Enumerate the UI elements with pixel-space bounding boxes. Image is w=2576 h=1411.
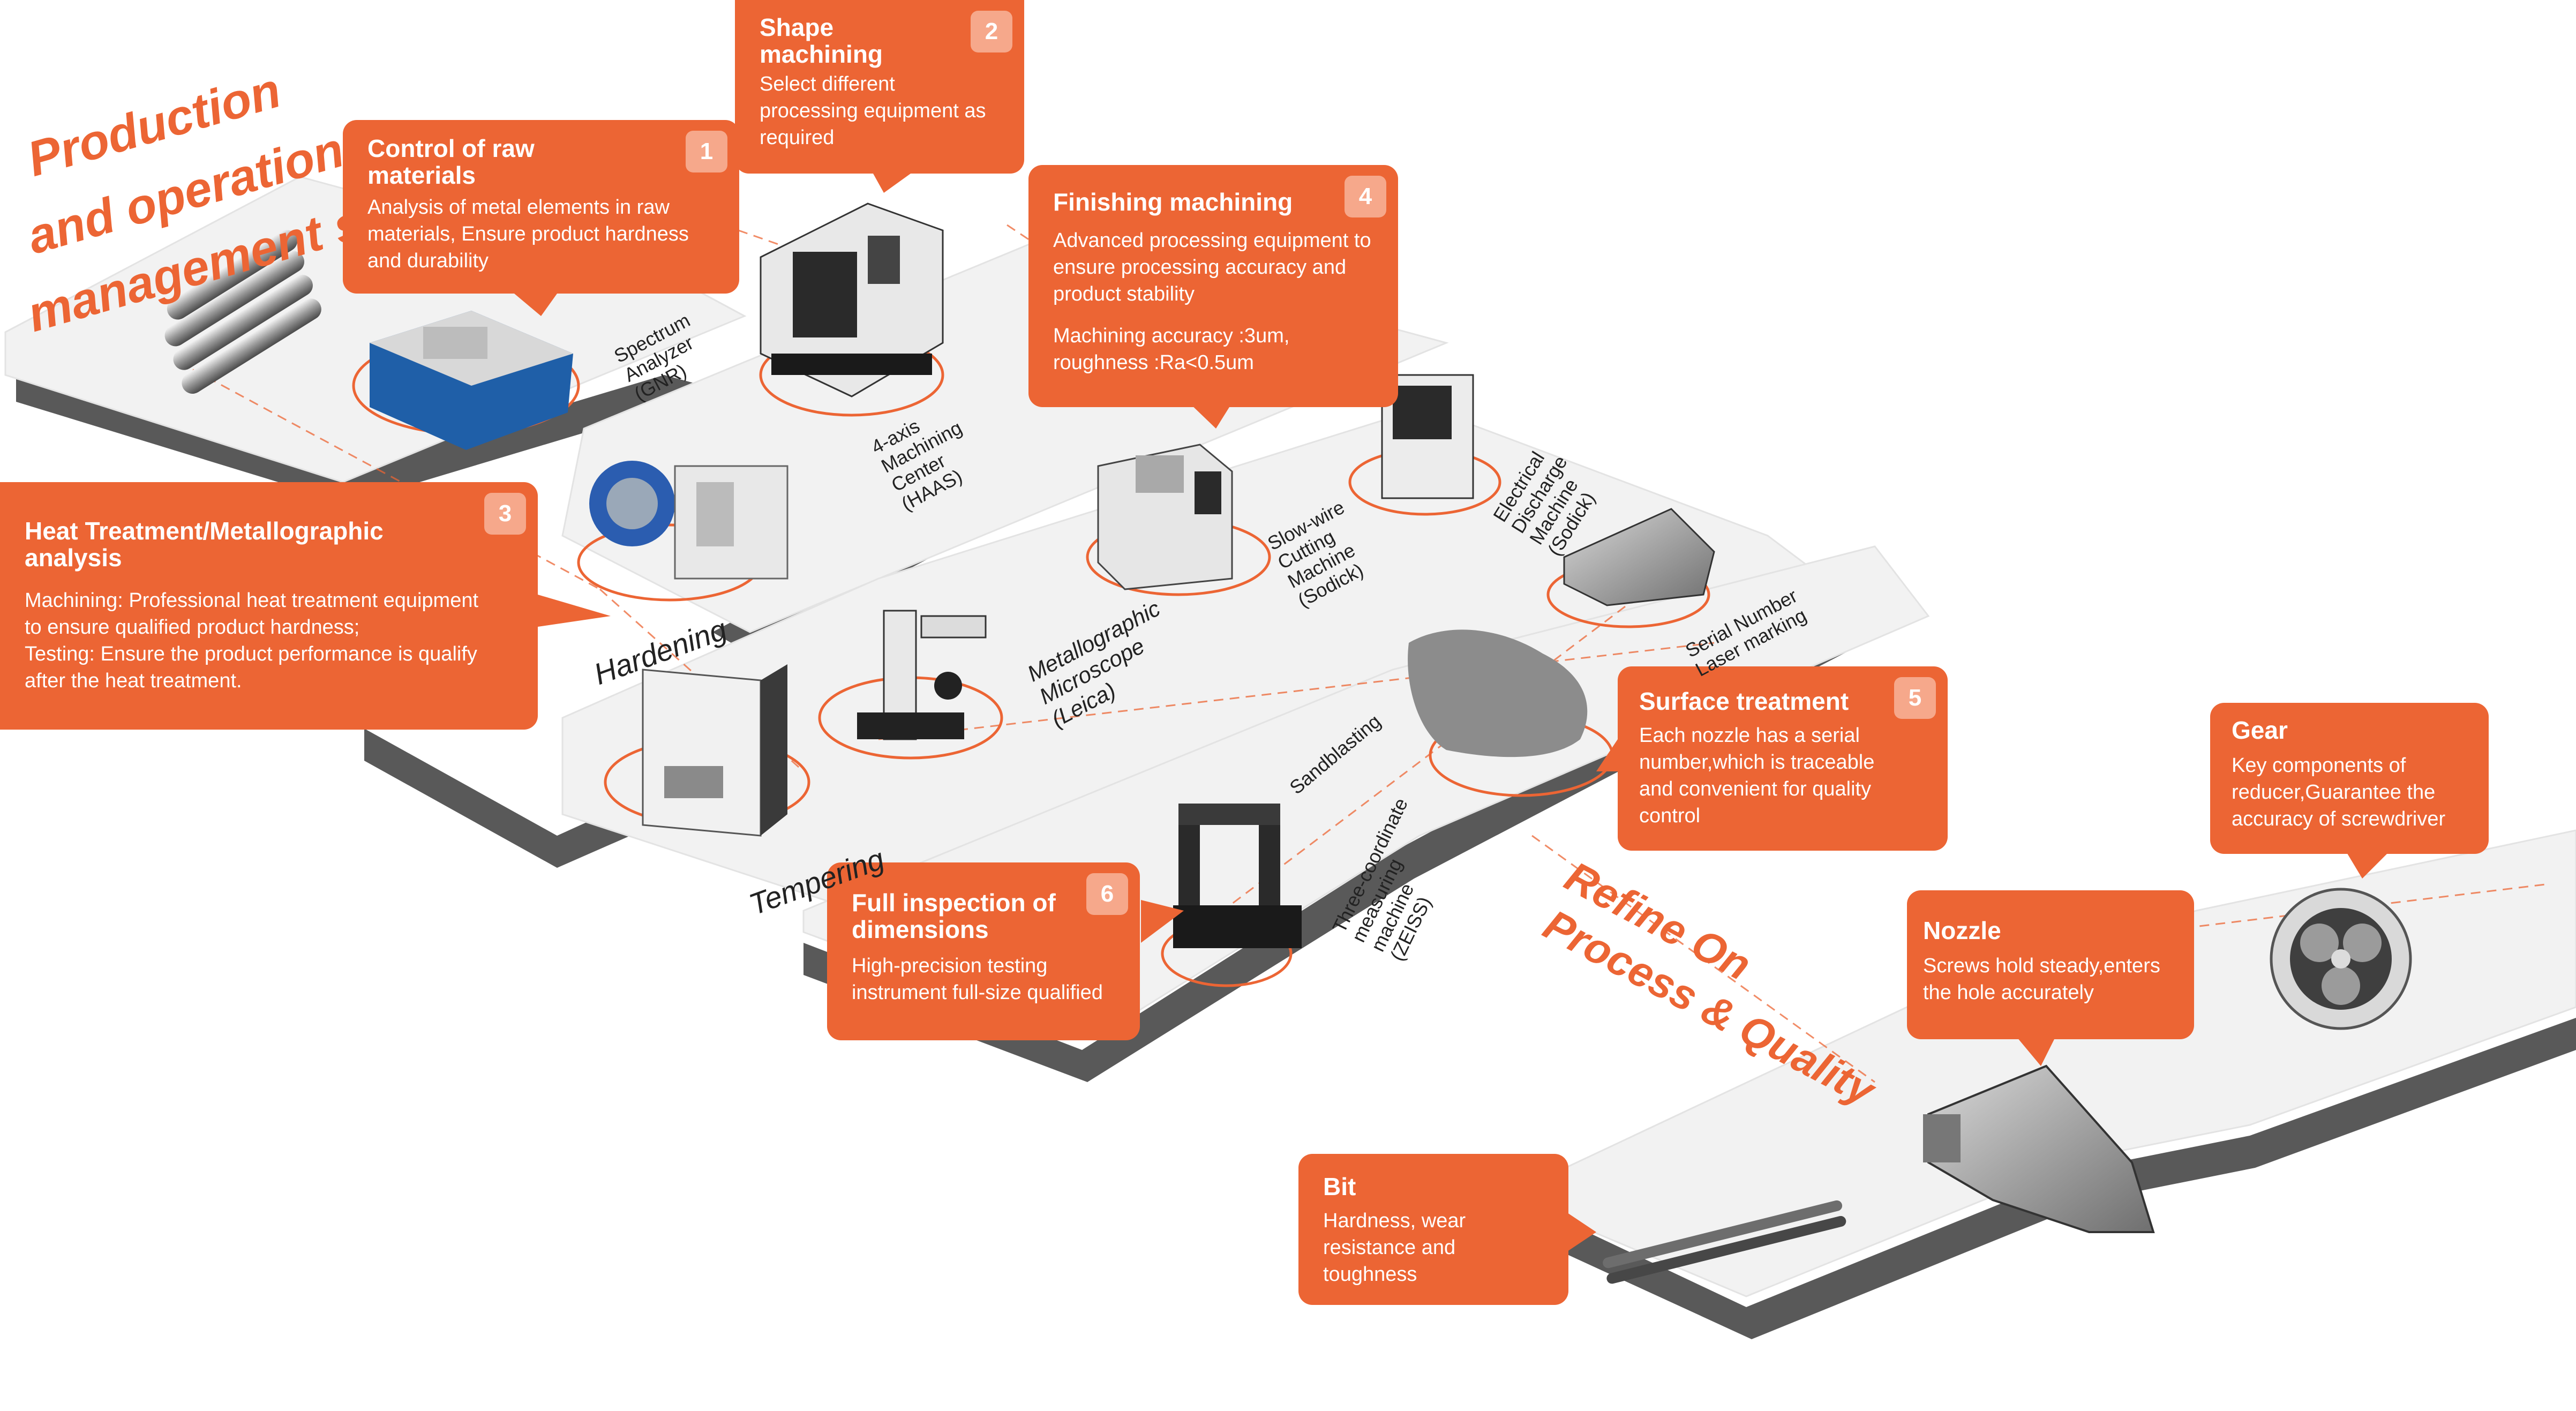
callout-title: Heat Treatment/Metallographic analysis <box>25 517 384 572</box>
callout-full-inspection: 6 Full inspection of dimensions High-pre… <box>827 862 1140 1040</box>
callout-body: Screws hold steady,enters the hole accur… <box>1923 955 2160 1004</box>
step-number-badge: 4 <box>1345 176 1386 217</box>
callout-body: Key components of reducer,Guarantee the … <box>2232 754 2446 830</box>
edm-machine-image <box>1348 374 1501 516</box>
callout-finishing-machining: 4 Finishing machining Advanced processin… <box>1028 165 1398 407</box>
bit-image <box>1603 1200 1846 1284</box>
machining-center-image <box>759 202 944 417</box>
steel-rods-image <box>164 230 321 394</box>
callout-title: Surface treatment <box>1639 687 1849 715</box>
step-number-badge: 3 <box>484 493 526 535</box>
callout-specs: Machining accuracy :3um, roughness :Ra<0… <box>1053 325 1290 374</box>
callout-title: Nozzle <box>1923 917 2001 944</box>
callout-body: Advanced processing equipment to ensure … <box>1053 229 1371 305</box>
callout-title: Finishing machining <box>1053 188 1293 216</box>
callout-title: Shape machining <box>760 13 883 68</box>
callout-title: Full inspection of dimensions <box>852 889 1056 943</box>
step-number-badge: 2 <box>971 11 1012 52</box>
callout-title: Gear <box>2232 716 2288 744</box>
cmm-machine-image <box>1161 804 1302 987</box>
callout-gear: Gear Key components of reducer,Guarantee… <box>2210 703 2489 854</box>
callout-bit: Bit Hardness, wear resistance and toughn… <box>1298 1154 1568 1305</box>
callout-nozzle: Nozzle Screws hold steady,enters the hol… <box>1907 890 2194 1039</box>
step-number-badge: 5 <box>1894 677 1936 719</box>
step-number-badge: 6 <box>1086 873 1128 915</box>
callout-heat-treatment: 3 Heat Treatment/Metallographic analysis… <box>0 482 538 730</box>
callout-raw-materials: 1 Control of raw materials Analysis of m… <box>343 120 739 294</box>
tempering-furnace-image <box>604 664 810 837</box>
callout-title: Bit <box>1323 1173 1356 1200</box>
wire-cutting-image <box>1086 444 1271 596</box>
callout-surface-treatment: 5 Surface treatment Each nozzle has a se… <box>1618 666 1948 851</box>
callout-body: Select different processing equipment as… <box>760 73 986 149</box>
callout-body: High-precision testing instrument full-s… <box>852 955 1103 1004</box>
laser-marking-nozzle-image <box>1546 508 1715 628</box>
callout-body: Each nozzle has a serial number,which is… <box>1639 724 1875 827</box>
vacuum-furnace-image <box>577 461 788 602</box>
callout-body: Machining: Professional heat treatment e… <box>25 589 479 692</box>
spectrum-analyzer-image <box>352 311 580 450</box>
step-number-badge: 1 <box>686 131 727 172</box>
callout-body: Hardness, wear resistance and toughness <box>1323 1210 1466 1286</box>
gear-image <box>2270 888 2412 1030</box>
callout-title: Control of raw materials <box>367 134 535 189</box>
microscope-image <box>818 610 1003 760</box>
callout-shape-machining: 2 Shape machining Select different proce… <box>735 0 1024 174</box>
nozzle-image <box>1923 1064 2155 1233</box>
callout-body: Analysis of metal elements in raw materi… <box>367 196 689 272</box>
